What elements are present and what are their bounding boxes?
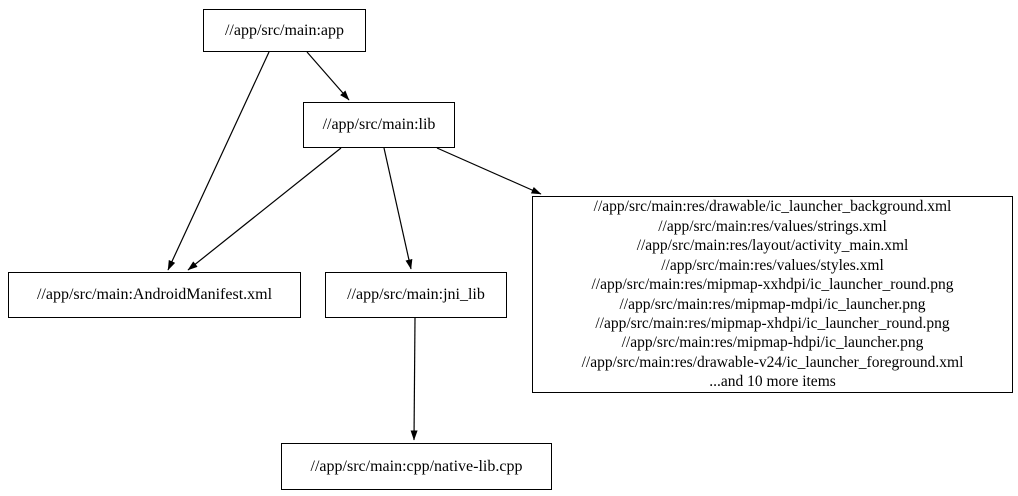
node-lib-label: //app/src/main:lib xyxy=(322,116,436,133)
resource-line: //app/src/main:res/drawable/ic_launcher_… xyxy=(593,198,952,216)
edge-app-to-android-manifest xyxy=(167,51,270,271)
node-native-lib-cpp: //app/src/main:cpp/native-lib.cpp xyxy=(281,443,552,490)
resource-line: //app/src/main:res/mipmap-xhdpi/ic_launc… xyxy=(595,314,950,332)
node-jni-lib-label: //app/src/main:jni_lib xyxy=(347,286,485,303)
node-native-lib-cpp-label: //app/src/main:cpp/native-lib.cpp xyxy=(310,457,523,475)
resource-line: //app/src/main:res/mipmap-xxhdpi/ic_laun… xyxy=(591,276,954,294)
resource-line: //app/src/main:res/drawable-v24/ic_launc… xyxy=(581,353,964,371)
edge-lib-to-android-manifest xyxy=(187,147,342,271)
edge-app-to-lib xyxy=(306,51,350,101)
edge-lib-to-resources xyxy=(436,147,542,195)
node-android-manifest-label: //app/src/main:AndroidManifest.xml xyxy=(36,286,273,303)
resource-line: //app/src/main:res/layout/activity_main.… xyxy=(636,237,909,255)
resource-line: //app/src/main:res/mipmap-hdpi/ic_launch… xyxy=(621,334,924,352)
node-app: //app/src/main:app xyxy=(203,9,366,52)
node-app-label: //app/src/main:app xyxy=(224,21,345,39)
node-lib: //app/src/main:lib xyxy=(303,102,455,148)
node-resources: //app/src/main:res/drawable/ic_launcher_… xyxy=(532,196,1013,393)
edge-jni-lib-to-native-lib-cpp xyxy=(410,317,418,441)
resource-line-more-items: ...and 10 more items xyxy=(709,373,836,391)
resource-line: //app/src/main:res/values/styles.xml xyxy=(661,256,884,274)
edge-lib-to-jni-lib xyxy=(383,147,413,270)
resource-line: //app/src/main:res/values/strings.xml xyxy=(658,217,887,235)
resource-line: //app/src/main:res/mipmap-mdpi/ic_launch… xyxy=(619,295,926,313)
node-android-manifest: //app/src/main:AndroidManifest.xml xyxy=(8,272,301,318)
node-jni-lib: //app/src/main:jni_lib xyxy=(325,272,507,318)
